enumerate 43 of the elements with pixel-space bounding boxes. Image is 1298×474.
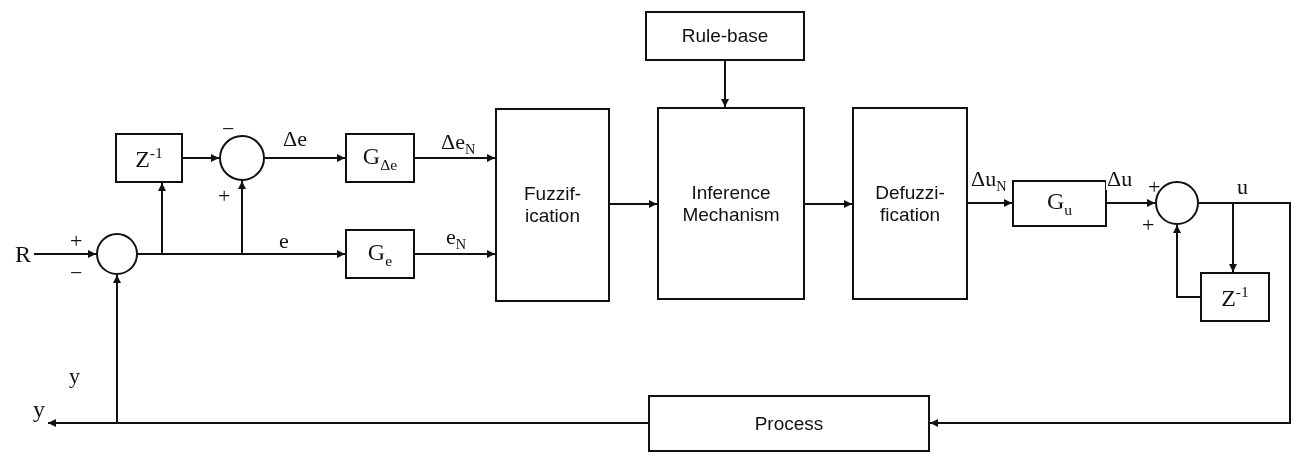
signal-arrow (182, 154, 220, 162)
sign-label: + (70, 230, 83, 252)
block-box (852, 107, 968, 300)
block-box (495, 108, 610, 302)
block-label: G$_{e}$ (367, 238, 393, 270)
block-box (1012, 180, 1107, 227)
block-label: Z$^{-1}$ (1221, 282, 1249, 312)
block-box (345, 133, 415, 183)
block-box (345, 229, 415, 279)
block-box (645, 11, 805, 61)
block-box (115, 133, 183, 183)
signal-arrow (1173, 224, 1201, 298)
block-label: Inference Mechanism (681, 181, 781, 226)
signal-arrow (33, 250, 97, 258)
output-signal-label: y (33, 396, 45, 423)
block-box (1200, 272, 1270, 322)
signal-arrow (609, 200, 658, 208)
sign-label: − (222, 118, 235, 140)
block-label: G$_{u}$ (1046, 188, 1073, 219)
signal-arrow (929, 202, 1291, 427)
signal-arrow (967, 199, 1013, 207)
sign-label: + (218, 185, 231, 207)
block-label: Z$^{-1}$ (135, 143, 163, 173)
signal-arrow (414, 154, 496, 162)
signal-arrow (414, 250, 496, 258)
input-signal-label: R (15, 240, 31, 268)
block-label: Fuzzif- ication (523, 183, 582, 227)
sign-label: + (1148, 176, 1161, 198)
block-label: G$_{Δe}$ (362, 142, 398, 174)
summing-junction (219, 135, 265, 181)
signal-arrow (1106, 199, 1156, 207)
summing-junction (96, 233, 138, 275)
block-label: Rule-base (681, 25, 769, 47)
block-label: Process (754, 412, 824, 435)
sign-label: + (1142, 214, 1155, 236)
block-box (657, 107, 805, 300)
signal-arrow (137, 250, 346, 258)
signal-arrow (264, 154, 346, 162)
sign-label: − (70, 262, 83, 284)
block-label: Defuzzi- fication (874, 181, 946, 226)
signal-arrow (721, 60, 729, 108)
signal-arrow (804, 200, 853, 208)
block-box (648, 395, 930, 452)
